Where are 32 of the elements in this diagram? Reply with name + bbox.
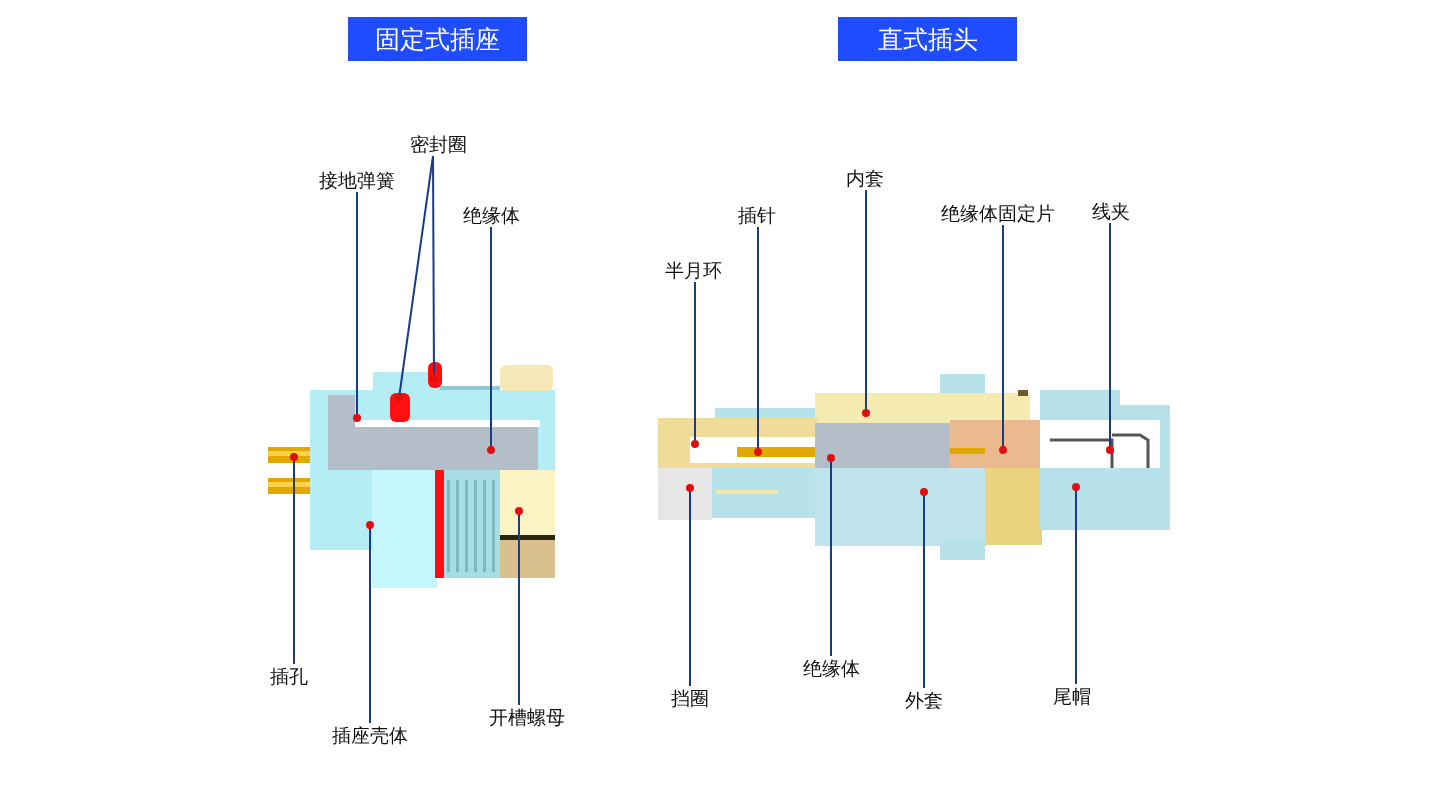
leader-line	[691, 281, 699, 448]
leader-line	[366, 521, 374, 724]
leader-line	[862, 189, 870, 417]
leader-line	[920, 488, 928, 689]
part-label: 插座壳体	[332, 723, 408, 747]
leader-line	[754, 226, 762, 456]
part-label: 尾帽	[1053, 684, 1091, 708]
leader-line	[353, 191, 361, 422]
part-label: 插孔	[270, 664, 308, 688]
leader-line	[686, 484, 694, 687]
part-label: 绝缘体固定片	[941, 201, 1055, 225]
part-label: 开槽螺母	[489, 705, 565, 729]
part-label: 接地弹簧	[319, 168, 395, 192]
leader-line	[827, 454, 835, 657]
part-label: 线夹	[1092, 199, 1130, 223]
part-label: 绝缘体	[462, 203, 520, 227]
part-label: 挡圈	[671, 686, 709, 710]
title-banner: 直式插头	[838, 17, 1017, 61]
leader-line	[515, 507, 523, 706]
part-label: 半月环	[664, 258, 722, 282]
leader-line	[1106, 222, 1114, 454]
part-label: 绝缘体	[802, 656, 860, 680]
leader-line	[430, 155, 438, 382]
leader-line	[999, 224, 1007, 454]
leader-line	[1072, 483, 1080, 685]
part-label: 外套	[905, 688, 943, 712]
leader-line	[290, 453, 298, 665]
part-label: 插针	[738, 203, 776, 227]
part-label: 密封圈	[409, 132, 467, 156]
part-label: 内套	[846, 166, 884, 190]
title-banner: 固定式插座	[348, 17, 527, 61]
leader-line	[487, 226, 495, 454]
